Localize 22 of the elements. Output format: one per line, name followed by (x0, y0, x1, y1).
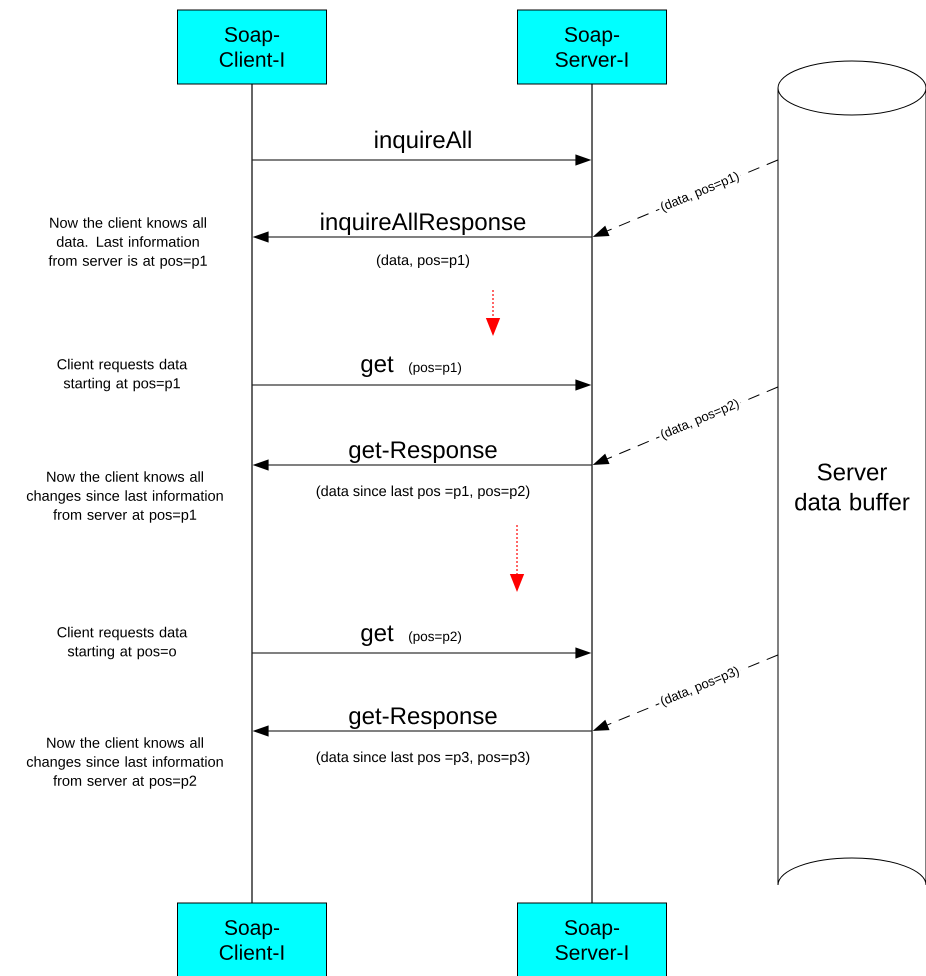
parameter-text: (pos=p1) (409, 362, 462, 375)
note-text: Now the client knows all changes since last information from server at pos=p2 (26, 737, 223, 789)
parameter-text: (data since last pos =p1, pos=p2) (316, 486, 530, 500)
buffer-cylinder: Server data buffer (778, 60, 926, 886)
parameter-text: (pos=p2) (409, 631, 462, 644)
note-text: Now the client knows all changes since last information from server at pos=p1 (26, 471, 223, 523)
parameter-text: (data, pos=p1) (376, 254, 470, 268)
edge-label: get (361, 626, 394, 646)
edge-label: inquireAllResponse (321, 212, 526, 235)
note-text: Client requests data starting at pos=p1 (57, 358, 188, 392)
note-text: Now the client knows all data. Last information from server is at pos=p1 (48, 217, 207, 269)
edge-label: inquireAll (375, 130, 471, 153)
node-label: Server data buffer (795, 464, 910, 510)
edge-label: get-Response (349, 442, 497, 463)
participant-box: Soap-Client-I (177, 10, 327, 84)
participant-box: Soap-Client-I (177, 902, 327, 976)
parameter-text: (data since last pos =p3, pos=p3) (316, 752, 530, 766)
edge-label: get (361, 356, 394, 377)
participant-box: Soap-Server-I (517, 902, 667, 976)
note-text: Client requests data starting at pos=o (57, 626, 188, 660)
participant-box: Soap-Server-I (517, 10, 667, 84)
edge-label: get-Response (349, 708, 497, 729)
